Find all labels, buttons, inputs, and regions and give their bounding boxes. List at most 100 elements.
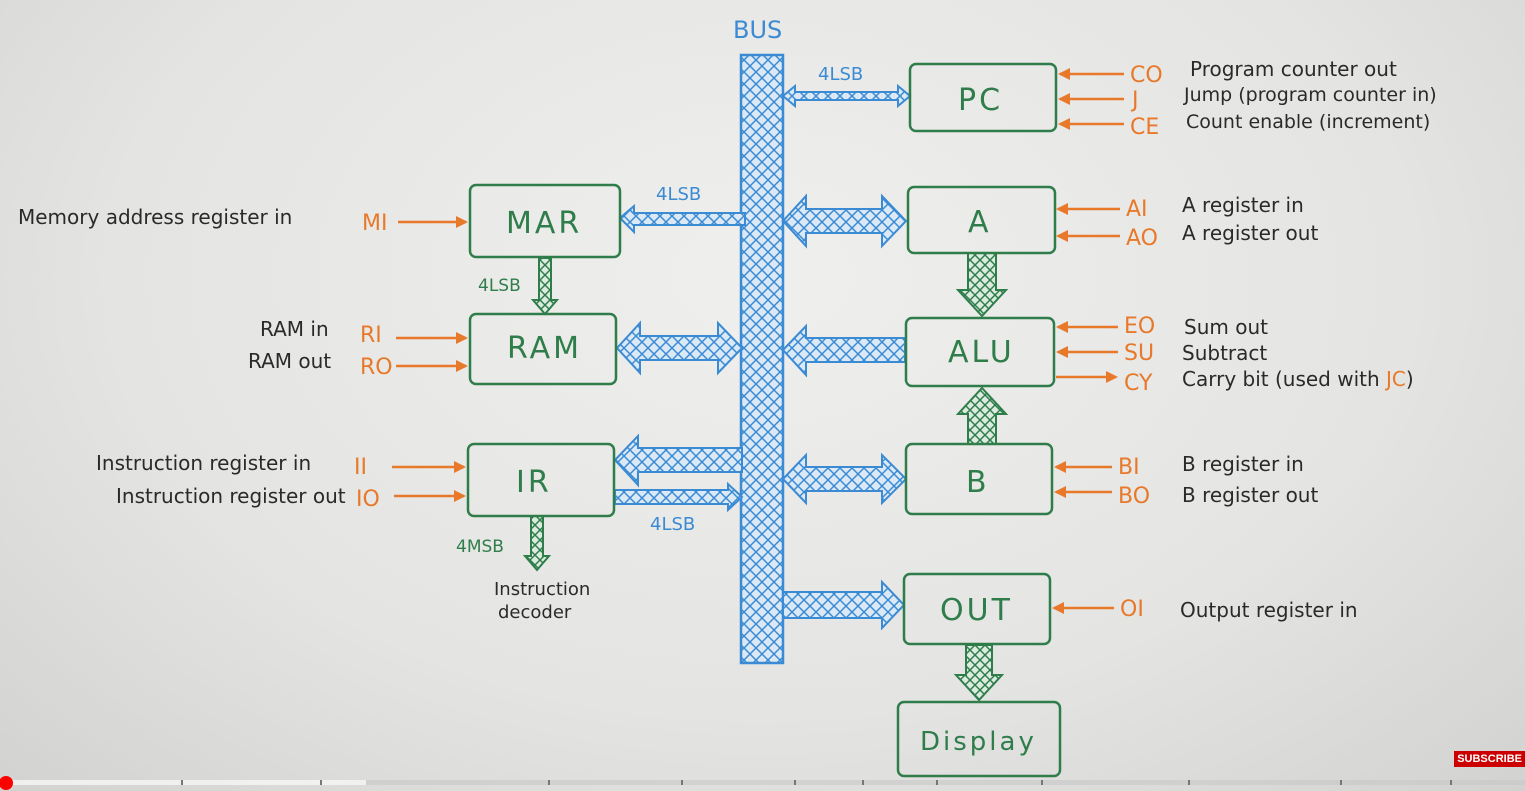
signal-ri-code: RI [360,323,382,348]
ir-block: IR [466,442,616,518]
signal-cy: CY Carry bit (used with JC) [1056,367,1414,396]
mar-4lsb-label: 4LSB [656,184,701,205]
signal-bo-code: BO [1118,484,1150,509]
display-block-label: Display [920,727,1037,757]
signal-oi-code: OI [1120,597,1144,622]
signal-bi-desc: B register in [1182,452,1304,476]
chapter-marker [681,780,683,785]
signal-ai: AI A register in [1056,193,1304,222]
signal-ri: RAM in RI [260,317,468,348]
signal-j-desc: Jump (program counter in) [1183,84,1437,106]
signal-ro: RAM out RO [248,349,468,380]
signal-bi-code: BI [1118,455,1140,480]
b-block-label: B [966,465,990,500]
signal-cy-end: ) [1406,367,1414,391]
chapter-marker [794,780,796,785]
chapter-marker [181,780,183,785]
bus-ram-arrow [615,320,744,376]
progress-buffered [0,780,366,785]
b-block: B [904,442,1054,516]
signal-ao-code: AO [1126,226,1158,251]
mar-ram-4lsb-label: 4LSB [478,276,521,296]
bus-ir-arrow [613,433,743,488]
a-block-label: A [968,205,992,240]
chapter-marker [320,780,322,785]
bus-out-arrow [782,579,906,631]
ir-decoder-arrow [522,515,552,572]
signal-co: CO Program counter out [1058,57,1397,88]
signal-cy-desc: Carry bit (used with [1182,367,1386,391]
signal-j: J Jump (program counter in) [1058,84,1437,113]
alu-block-label: ALU [948,335,1015,370]
signal-ao-desc: A register out [1182,221,1318,245]
out-block: OUT [902,572,1052,646]
signal-co-desc: Program counter out [1190,57,1397,81]
bus-mar-arrow [618,203,746,235]
mar-block: MAR [468,183,622,259]
pc-4lsb-label: 4LSB [818,64,863,85]
signal-j-code: J [1130,88,1139,113]
signal-oi: OI Output register in [1052,597,1358,622]
pc-block: PC [908,62,1058,133]
signal-ai-desc: A register in [1182,193,1304,217]
chapter-marker [548,780,550,785]
signal-ro-desc: RAM out [248,349,331,373]
signal-eo-desc: Sum out [1184,315,1268,339]
bus-label: BUS [733,16,782,44]
signal-ii: Instruction register in II [96,451,466,480]
signal-bi: BI B register in [1054,452,1304,480]
signal-co-code: CO [1130,63,1163,88]
signal-ii-code: II [354,455,367,480]
signal-io-code: IO [356,487,380,512]
ram-block-label: RAM [507,331,582,366]
signal-ce-code: CE [1130,115,1159,140]
bus-b-arrow [781,452,908,506]
signal-bo: BO B register out [1054,483,1318,509]
bus-pc-arrow [781,83,912,109]
signal-oi-desc: Output register in [1180,598,1358,622]
decoder-label-line1: Instruction [494,579,590,600]
ram-block: RAM [468,312,618,386]
a-block: A [906,185,1057,255]
display-block: Display [896,700,1062,778]
signal-mi-desc: Memory address register in [18,205,292,229]
video-progress-bar[interactable] [0,780,1525,785]
mar-ram-arrow [530,257,560,316]
signal-cy-jc: JC [1384,367,1406,391]
signal-ce-desc: Count enable (increment) [1186,111,1430,133]
signal-io: Instruction register out IO [116,484,466,512]
mar-block-label: MAR [506,206,582,241]
signal-ii-desc: Instruction register in [96,451,311,475]
chapter-marker [1340,780,1342,785]
signal-ri-desc: RAM in [260,317,329,341]
chapter-marker [1450,780,1452,785]
signal-eo: EO Sum out [1056,314,1268,339]
signal-su-code: SU [1124,341,1154,366]
signal-ro-code: RO [360,355,393,380]
ir-4msb-label: 4MSB [456,537,504,557]
signal-mi: Memory address register in MI [18,205,468,236]
signal-cy-code: CY [1124,371,1153,396]
alu-bus-arrow [781,323,906,378]
subscribe-watermark[interactable]: SUBSCRIBE [1454,751,1525,767]
progress-scrubber[interactable] [0,776,13,790]
ir-bus-arrow [614,481,744,513]
signal-io-desc: Instruction register out [116,484,346,508]
signal-su-desc: Subtract [1182,341,1267,365]
chapter-marker [1188,780,1190,785]
chapter-marker [862,780,864,785]
decoder-label-line2: decoder [498,602,572,623]
signal-mi-code: MI [362,211,387,236]
b-alu-arrow [955,386,1009,445]
ir-4lsb-label: 4LSB [650,514,695,535]
signal-eo-code: EO [1124,314,1155,339]
bus-bar [739,53,785,665]
signal-ai-code: AI [1126,197,1148,222]
out-block-label: OUT [940,593,1013,628]
svg-text:Carry bit (used with JC): Carry bit (used with JC) [1182,367,1414,391]
pc-block-label: PC [958,83,1003,118]
alu-block: ALU [904,316,1056,388]
signal-bo-desc: B register out [1182,483,1318,507]
signal-ao: AO A register out [1056,221,1318,251]
